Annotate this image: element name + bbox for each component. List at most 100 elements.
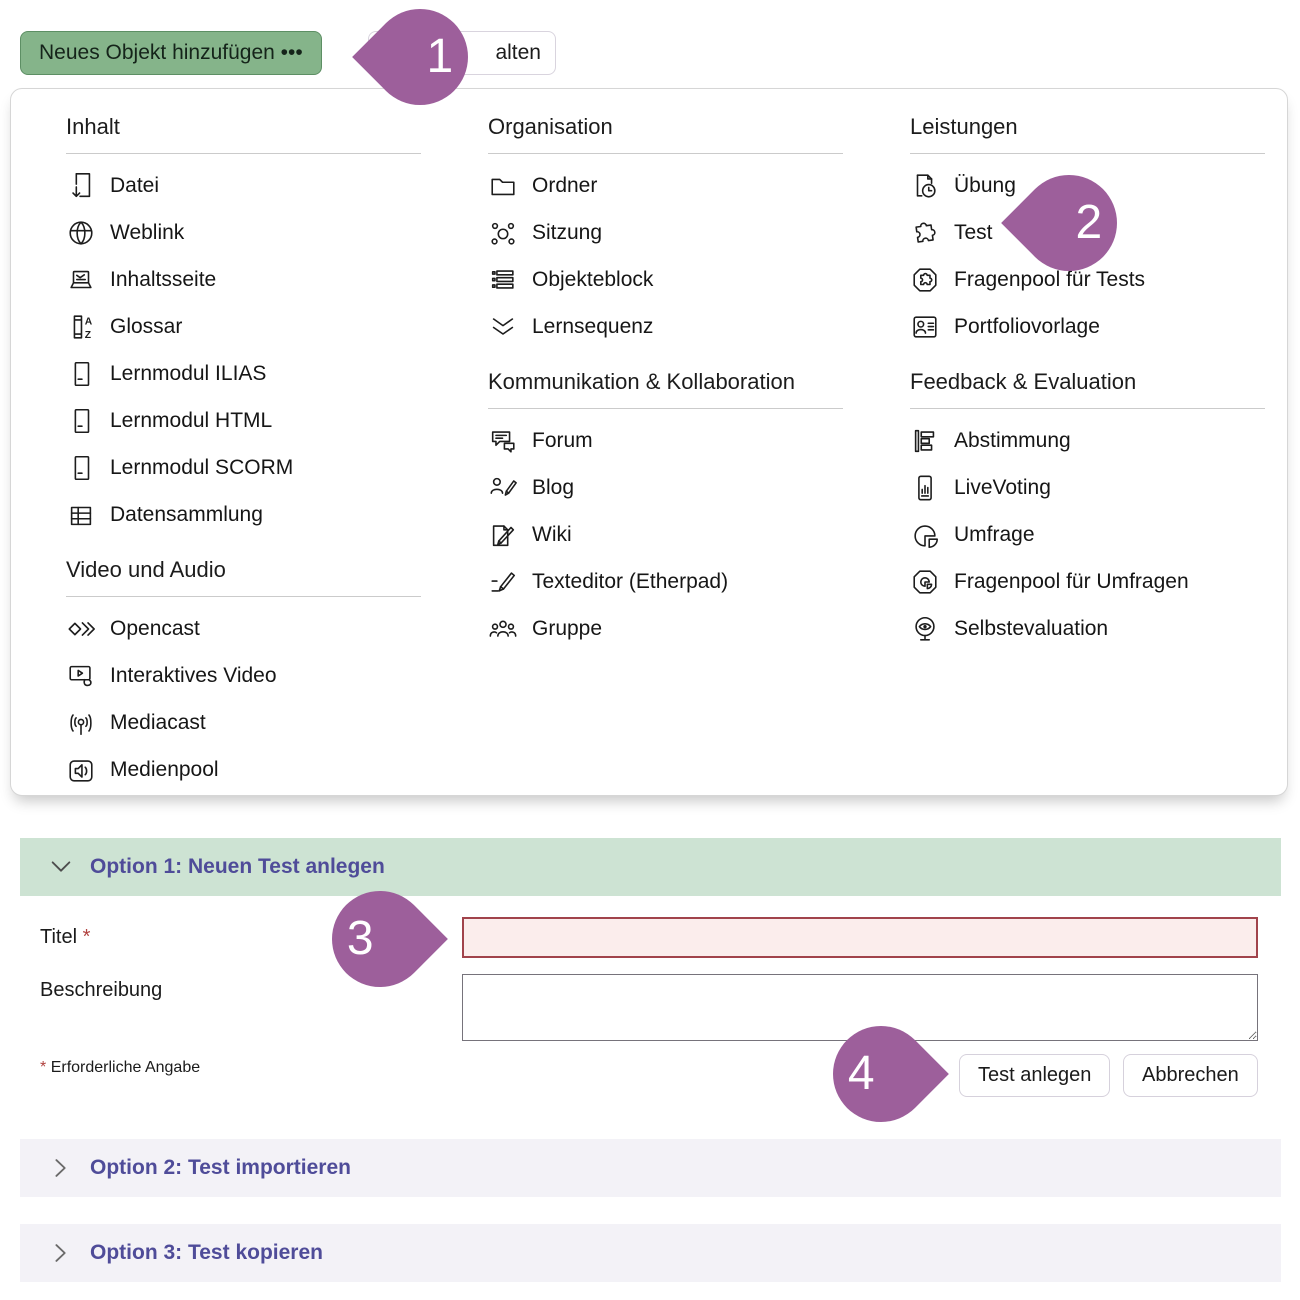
menu-item-medienpool[interactable]: Medienpool — [66, 746, 421, 793]
menu-item-lernmodul-scorm[interactable]: Lernmodul SCORM — [66, 444, 421, 491]
menu-item-label: Lernmodul ILIAS — [110, 361, 267, 385]
broadcast-icon — [70, 713, 92, 735]
menu-section-video-audio: Video und Audio Opencast — [66, 556, 421, 793]
menu-item-glossar[interactable]: A Z Glossar — [66, 303, 421, 350]
menu-item-label: Medienpool — [110, 757, 219, 781]
menu-item-inhaltsseite[interactable]: Inhaltsseite — [66, 256, 421, 303]
add-object-dropdown-panel: Inhalt Datei Weblink — [10, 88, 1288, 796]
menu-item-forum[interactable]: Forum — [488, 417, 843, 464]
annotation-number: 1 — [426, 30, 454, 83]
table-icon — [70, 506, 92, 525]
annotation-number: 2 — [1075, 196, 1103, 249]
menu-item-datensammlung[interactable]: Datensammlung — [66, 491, 421, 538]
menu-item-fragenpool-tests[interactable]: Fragenpool für Tests — [910, 256, 1265, 303]
glossary-icon: A Z — [73, 314, 93, 340]
eye-icon — [915, 616, 935, 641]
create-test-button[interactable]: Test anlegen — [959, 1054, 1111, 1097]
cancel-button[interactable]: Abbrechen — [1123, 1054, 1258, 1097]
menu-item-label: Lernmodul SCORM — [110, 455, 294, 479]
pie-icon — [914, 524, 938, 548]
menu-item-ordner[interactable]: Ordner — [488, 162, 843, 209]
svg-text:A: A — [85, 316, 93, 327]
menu-item-mediacast[interactable]: Mediacast — [66, 699, 421, 746]
annotation-number: 4 — [847, 1047, 875, 1100]
add-new-object-button[interactable]: Neues Objekt hinzufügen ••• — [20, 31, 322, 75]
menu-item-objekteblock[interactable]: Objekteblock — [488, 256, 843, 303]
menu-section-inhalt: Inhalt Datei Weblink — [66, 113, 421, 538]
menu-item-selbstevaluation[interactable]: Selbstevaluation — [910, 605, 1265, 652]
menu-item-wiki[interactable]: Wiki — [488, 511, 843, 558]
pie-pool-icon — [913, 569, 937, 594]
menu-item-label: Portfoliovorlage — [954, 314, 1100, 338]
menu-item-sitzung[interactable]: Sitzung — [488, 209, 843, 256]
section-title: Feedback & Evaluation — [910, 368, 1265, 409]
accordion-option1[interactable]: Option 1: Neuen Test anlegen — [20, 838, 1281, 896]
accordion-option1-label: Option 1: Neuen Test anlegen — [90, 855, 385, 878]
menu-item-fragenpool-umfragen[interactable]: Fragenpool für Umfragen — [910, 558, 1265, 605]
menu-item-label: Umfrage — [954, 522, 1035, 546]
menu-item-uebung[interactable]: Übung — [910, 162, 1265, 209]
menu-item-lernsequenz[interactable]: Lernsequenz — [488, 303, 843, 350]
wiki-icon — [492, 524, 515, 546]
menu-item-portfoliovorlage[interactable]: Portfoliovorlage — [910, 303, 1265, 350]
menu-item-label: LiveVoting — [954, 475, 1051, 499]
description-textarea[interactable] — [462, 974, 1258, 1041]
menu-item-label: Forum — [532, 428, 593, 452]
blog-icon — [490, 477, 517, 496]
accordion-option3[interactable]: Option 3: Test kopieren — [20, 1224, 1281, 1282]
menu-item-datei[interactable]: Datei — [66, 162, 421, 209]
menu-item-label: Fragenpool für Tests — [954, 267, 1146, 291]
menu-item-opencast[interactable]: Opencast — [66, 605, 421, 652]
menu-item-label: Weblink — [110, 220, 185, 244]
menu-item-label: Mediacast — [110, 710, 206, 734]
required-asterisk: * — [82, 926, 91, 948]
menu-item-label: Datensammlung — [110, 502, 263, 526]
menu-item-lernmodul-html[interactable]: Lernmodul HTML — [66, 397, 421, 444]
menu-section-organisation: Organisation Ordner Sitz — [488, 113, 843, 350]
description-label: Beschreibung — [40, 979, 163, 1001]
annotation-number: 3 — [346, 912, 374, 965]
menu-item-test[interactable]: Test — [910, 209, 1265, 256]
menu-section-leistungen: Leistungen Übung Test — [910, 113, 1265, 350]
accordion-option3-label: Option 3: Test kopieren — [90, 1241, 323, 1264]
menu-item-label: Lernsequenz — [532, 314, 654, 338]
menu-item-weblink[interactable]: Weblink — [66, 209, 421, 256]
title-input[interactable] — [462, 917, 1258, 958]
menu-item-label: Inhaltsseite — [110, 267, 217, 291]
menu-column-organisation: Organisation Ordner Sitz — [488, 113, 843, 793]
menu-item-gruppe[interactable]: Gruppe — [488, 605, 843, 652]
accordion-option2[interactable]: Option 2: Test importieren — [20, 1139, 1281, 1197]
menu-item-interaktives-video[interactable]: Interaktives Video — [66, 652, 421, 699]
title-label: Titel * — [40, 926, 91, 948]
pencil-icon — [491, 571, 516, 592]
puzzle-pool-icon — [913, 267, 937, 292]
menu-item-umfrage[interactable]: Umfrage — [910, 511, 1265, 558]
menu-column-leistungen: Leistungen Übung Test — [910, 113, 1265, 793]
exercise-icon — [916, 173, 936, 198]
menu-item-lernmodul-ilias[interactable]: Lernmodul ILIAS — [66, 350, 421, 397]
menu-item-label: Selbstevaluation — [954, 616, 1109, 640]
globe-icon — [69, 220, 93, 245]
menu-item-label: Opencast — [110, 616, 200, 640]
menu-item-label: Abstimmung — [954, 428, 1071, 452]
learning-module-icon — [74, 455, 90, 480]
accordion-option2-label: Option 2: Test importieren — [90, 1156, 351, 1179]
file-download-icon — [72, 172, 91, 197]
menu-section-feedback: Feedback & Evaluation Abstimmung — [910, 368, 1265, 652]
learning-module-icon — [74, 361, 90, 386]
menu-item-label: Interaktives Video — [110, 663, 277, 687]
group-icon — [489, 620, 517, 637]
required-asterisk: * — [40, 1059, 47, 1076]
menu-item-label: Datei — [110, 173, 160, 197]
double-chevron-icon — [492, 317, 514, 335]
menu-item-livevoting[interactable]: LiveVoting — [910, 464, 1265, 511]
barchart-icon — [914, 429, 935, 452]
phone-chart-icon — [918, 474, 932, 501]
menu-item-abstimmung[interactable]: Abstimmung — [910, 417, 1265, 464]
menu-item-blog[interactable]: Blog — [488, 464, 843, 511]
menu-item-label: Glossar — [110, 314, 183, 338]
section-title: Inhalt — [66, 113, 421, 154]
menu-item-texteditor[interactable]: Texteditor (Etherpad) — [488, 558, 843, 605]
section-title: Kommunikation & Kollaboration — [488, 368, 843, 409]
